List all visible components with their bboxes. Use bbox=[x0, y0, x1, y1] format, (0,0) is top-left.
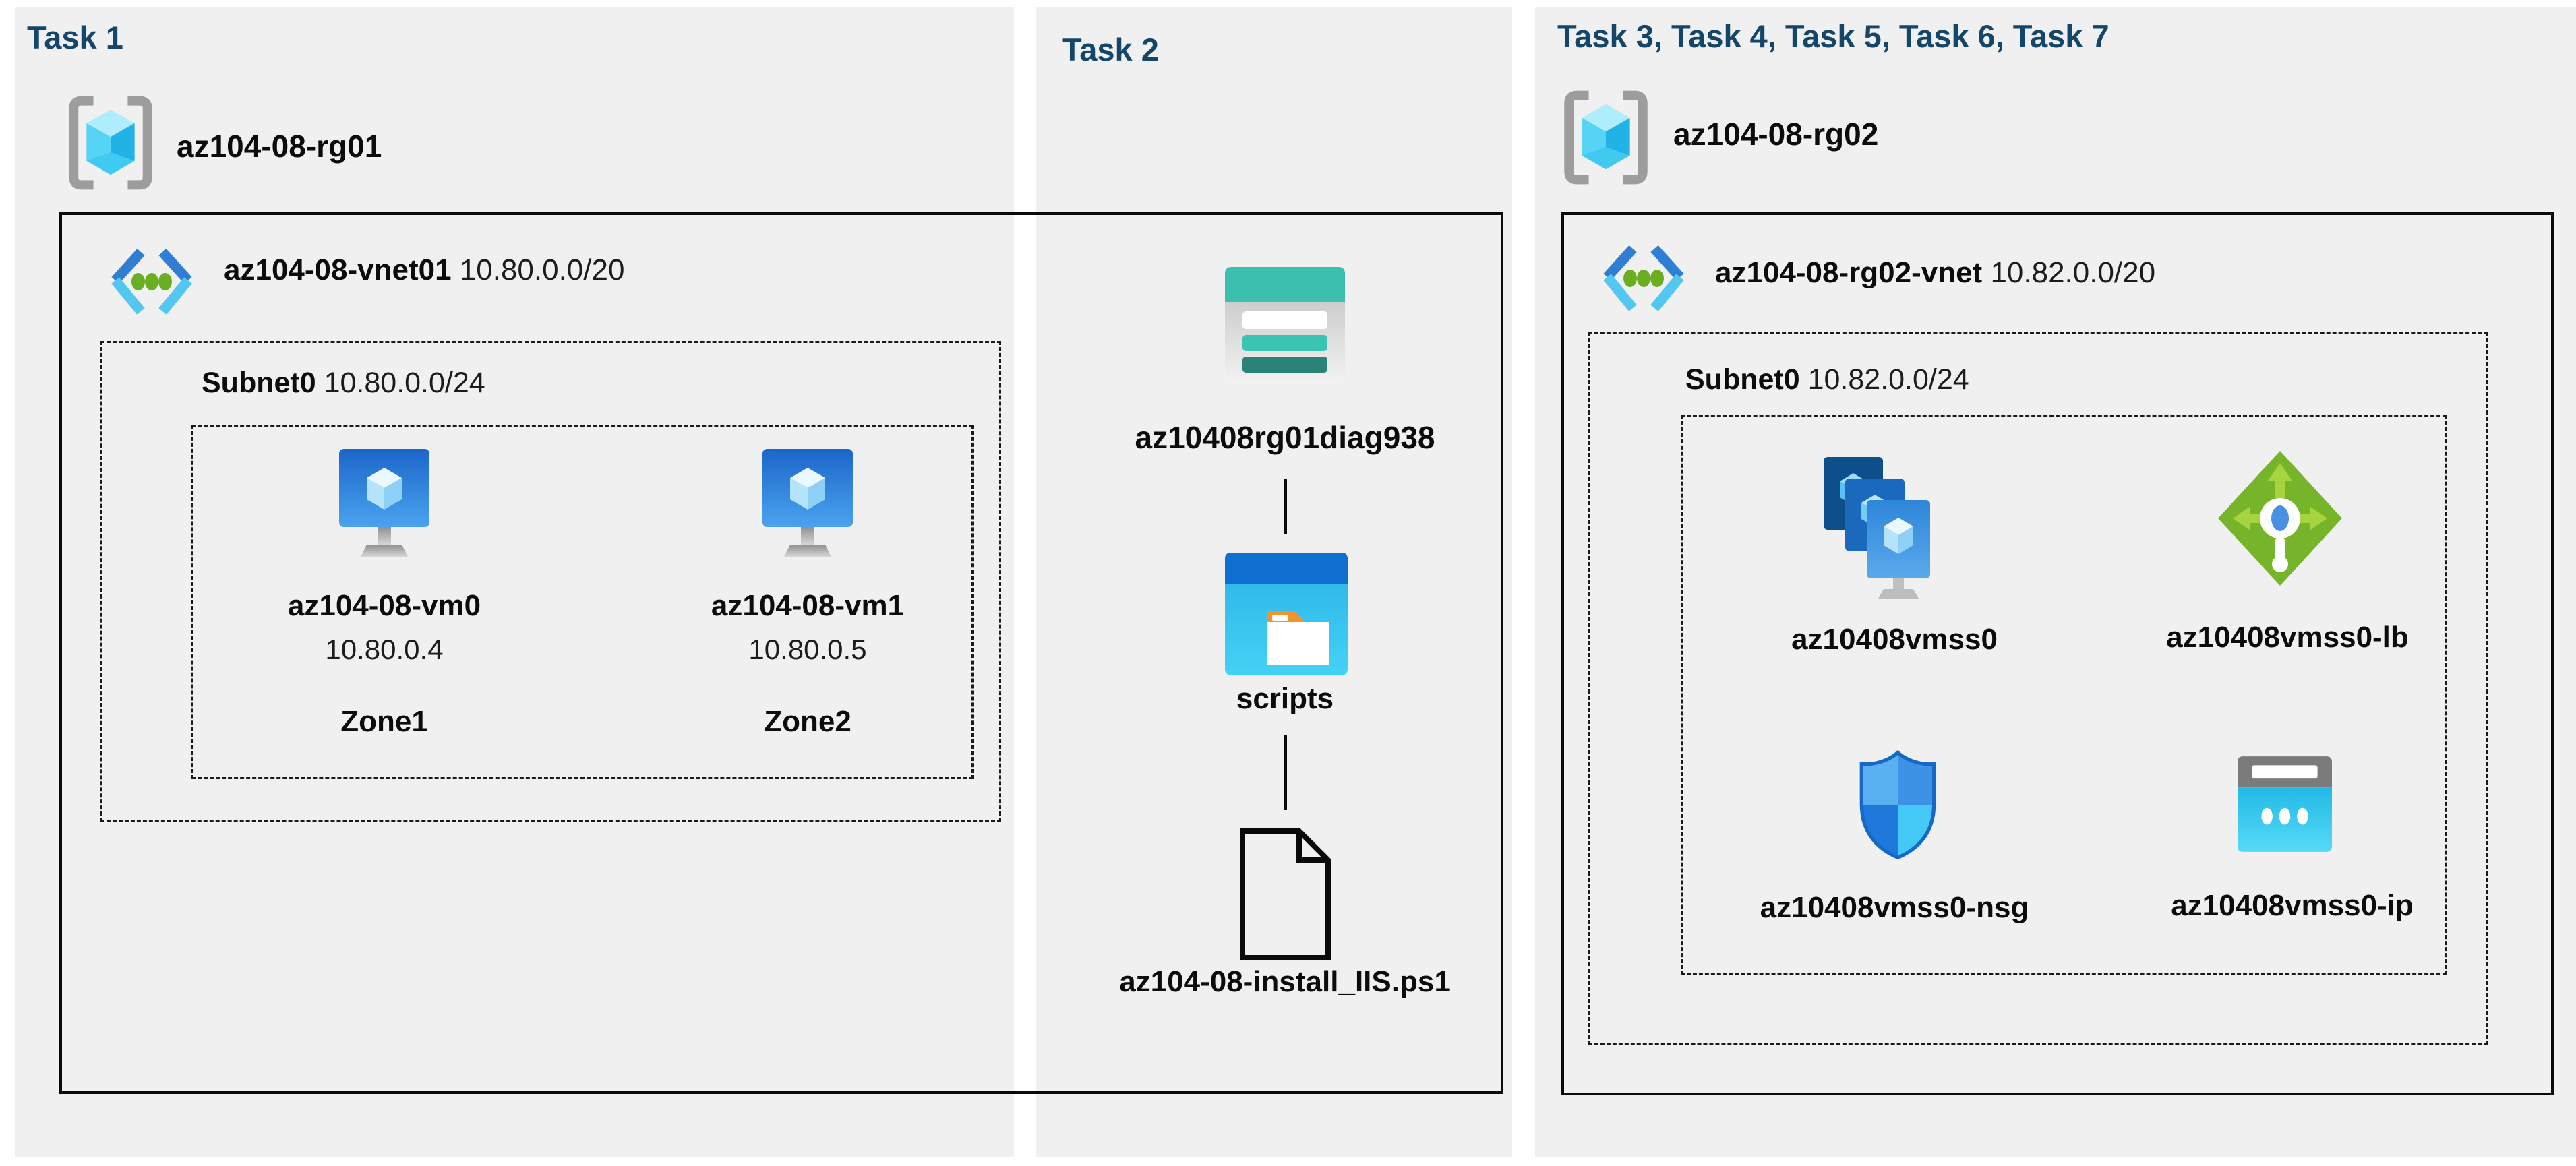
connector-line bbox=[1284, 735, 1287, 810]
vm-name: az104-08-vm1 bbox=[711, 589, 905, 622]
task3-panel bbox=[1535, 7, 2576, 1157]
availability-zone-dashed-box bbox=[191, 425, 974, 779]
subnet0-dashed-box bbox=[1588, 332, 2488, 1045]
vnet-cidr: 10.82.0.0/20 bbox=[1990, 256, 2156, 289]
virtual-network-icon bbox=[1592, 243, 1695, 318]
load-balancer-icon bbox=[2215, 448, 2345, 592]
file-name: az104-08-install_IIS.ps1 bbox=[1119, 965, 1451, 998]
virtual-machine-icon bbox=[335, 448, 433, 567]
vnet-cidr: 10.80.0.0/20 bbox=[459, 253, 625, 286]
subnet-name: Subnet0 bbox=[202, 367, 316, 399]
subnet-name: Subnet0 bbox=[1685, 363, 1800, 396]
vm-ip: 10.80.0.4 bbox=[325, 634, 444, 665]
resources-dashed-box bbox=[1681, 415, 2447, 975]
storage-account-name: az10408rg01diag938 bbox=[1135, 420, 1435, 455]
vnet-name: az104-08-vnet01 bbox=[224, 253, 452, 286]
resource-group-icon bbox=[67, 96, 154, 193]
virtual-network-icon bbox=[100, 247, 203, 321]
vm-zone: Zone1 bbox=[340, 705, 428, 738]
task2-header: Task 2 bbox=[1062, 32, 1159, 67]
task1-header: Task 1 bbox=[27, 20, 123, 55]
vnet-label: az104-08-vnet01 10.80.0.0/20 bbox=[224, 253, 624, 287]
script-file-icon bbox=[1237, 828, 1334, 964]
resource-group-name: az104-08-rg02 bbox=[1673, 117, 1879, 152]
resource-name: az10408vmss0-lb bbox=[2166, 621, 2409, 654]
folder-name: scripts bbox=[1236, 682, 1334, 715]
resource-group-icon bbox=[1563, 90, 1649, 188]
resource-name: az10408vmss0-nsg bbox=[1760, 891, 2029, 924]
vm-zone: Zone2 bbox=[764, 705, 851, 738]
vnet-name: az104-08-rg02-vnet bbox=[1715, 256, 1983, 289]
public-ip-icon bbox=[2238, 756, 2332, 855]
network-security-group-icon bbox=[1853, 741, 1942, 870]
vm-name: az104-08-vm0 bbox=[287, 589, 481, 622]
resource-name: az10408vmss0-ip bbox=[2171, 889, 2414, 922]
subnet-label: Subnet0 10.82.0.0/24 bbox=[1685, 363, 1969, 396]
rg01-boundary-box bbox=[59, 212, 1503, 1094]
task3-header: Task 3, Task 4, Task 5, Task 6, Task 7 bbox=[1557, 18, 2109, 54]
scripts-folder-icon bbox=[1225, 553, 1348, 679]
virtual-machine-icon bbox=[758, 448, 857, 567]
subnet-label: Subnet0 10.80.0.0/24 bbox=[202, 367, 485, 400]
vmss-icon bbox=[1820, 456, 1945, 603]
subnet0-dashed-box bbox=[100, 341, 1001, 822]
subnet-cidr: 10.80.0.0/24 bbox=[324, 367, 485, 399]
vm-ip: 10.80.0.5 bbox=[748, 634, 867, 665]
task1-panel bbox=[15, 7, 1014, 1157]
rg02-boundary-box bbox=[1561, 212, 2554, 1095]
vnet-label: az104-08-rg02-vnet 10.82.0.0/20 bbox=[1715, 256, 2155, 290]
storage-account-icon bbox=[1225, 267, 1345, 386]
connector-line bbox=[1284, 479, 1287, 534]
subnet-cidr: 10.82.0.0/24 bbox=[1807, 363, 1969, 396]
resource-name: az10408vmss0 bbox=[1791, 623, 1998, 656]
resource-group-name: az104-08-rg01 bbox=[177, 129, 382, 164]
